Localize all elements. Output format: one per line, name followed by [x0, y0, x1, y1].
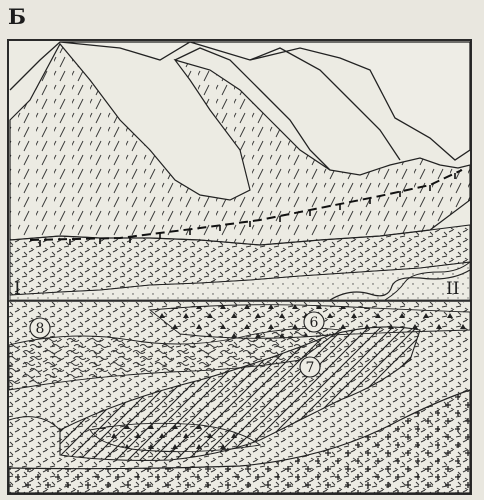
- unit-label-7: 7: [300, 357, 320, 377]
- cross-section-block: 8 6 7: [9, 302, 470, 493]
- unit-label-7-text: 7: [306, 360, 315, 376]
- unit-label-6-text: 6: [310, 315, 319, 331]
- panel-letter: Б: [8, 4, 26, 29]
- unit-label-8-text: 8: [36, 321, 45, 337]
- unit-label-6: 6: [304, 312, 324, 332]
- section-label-left: I: [14, 279, 21, 299]
- section-label-right: II: [446, 279, 459, 299]
- unit-label-8: 8: [30, 318, 50, 338]
